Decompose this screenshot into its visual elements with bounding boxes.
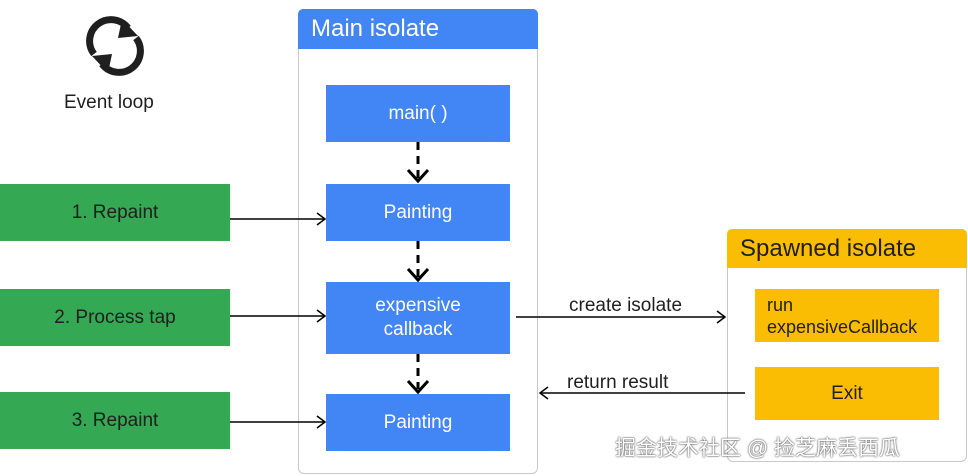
painting-block-1: Painting	[326, 184, 510, 241]
event-loop-icon	[72, 14, 158, 78]
painting-block-2: Painting	[326, 394, 510, 451]
arrow-task-3	[230, 415, 327, 429]
spawned-isolate-title: Spawned isolate	[727, 229, 967, 268]
dashed-arrow-3	[406, 354, 430, 395]
run-expensive-callback-block: run expensiveCallback	[755, 289, 939, 342]
run-line-2: expensiveCallback	[767, 317, 918, 337]
arrow-return-result	[538, 386, 745, 400]
main-block: main( )	[326, 85, 510, 142]
main-isolate-title: Main isolate	[298, 9, 538, 49]
arrow-task-1	[230, 212, 327, 226]
task-repaint-3: 3. Repaint	[0, 392, 230, 449]
arrow-task-2	[230, 309, 327, 323]
run-line-1: run	[767, 295, 794, 315]
dashed-arrow-2	[406, 241, 430, 283]
expensive-callback-label: expensive callback	[375, 295, 461, 340]
exit-block: Exit	[755, 367, 939, 420]
task-repaint-1: 1. Repaint	[0, 184, 230, 241]
return-result-label: return result	[567, 372, 669, 393]
expensive-callback-block: expensive callback	[326, 282, 510, 354]
event-loop-label: Event loop	[64, 92, 154, 113]
dashed-arrow-1	[406, 142, 430, 184]
watermark: 掘金技术社区 @ 捡芝麻丢西瓜	[615, 437, 900, 460]
arrow-create-isolate	[516, 310, 727, 324]
task-process-tap: 2. Process tap	[0, 289, 230, 346]
sync-arrows-icon	[86, 16, 144, 76]
create-isolate-label: create isolate	[569, 295, 683, 316]
